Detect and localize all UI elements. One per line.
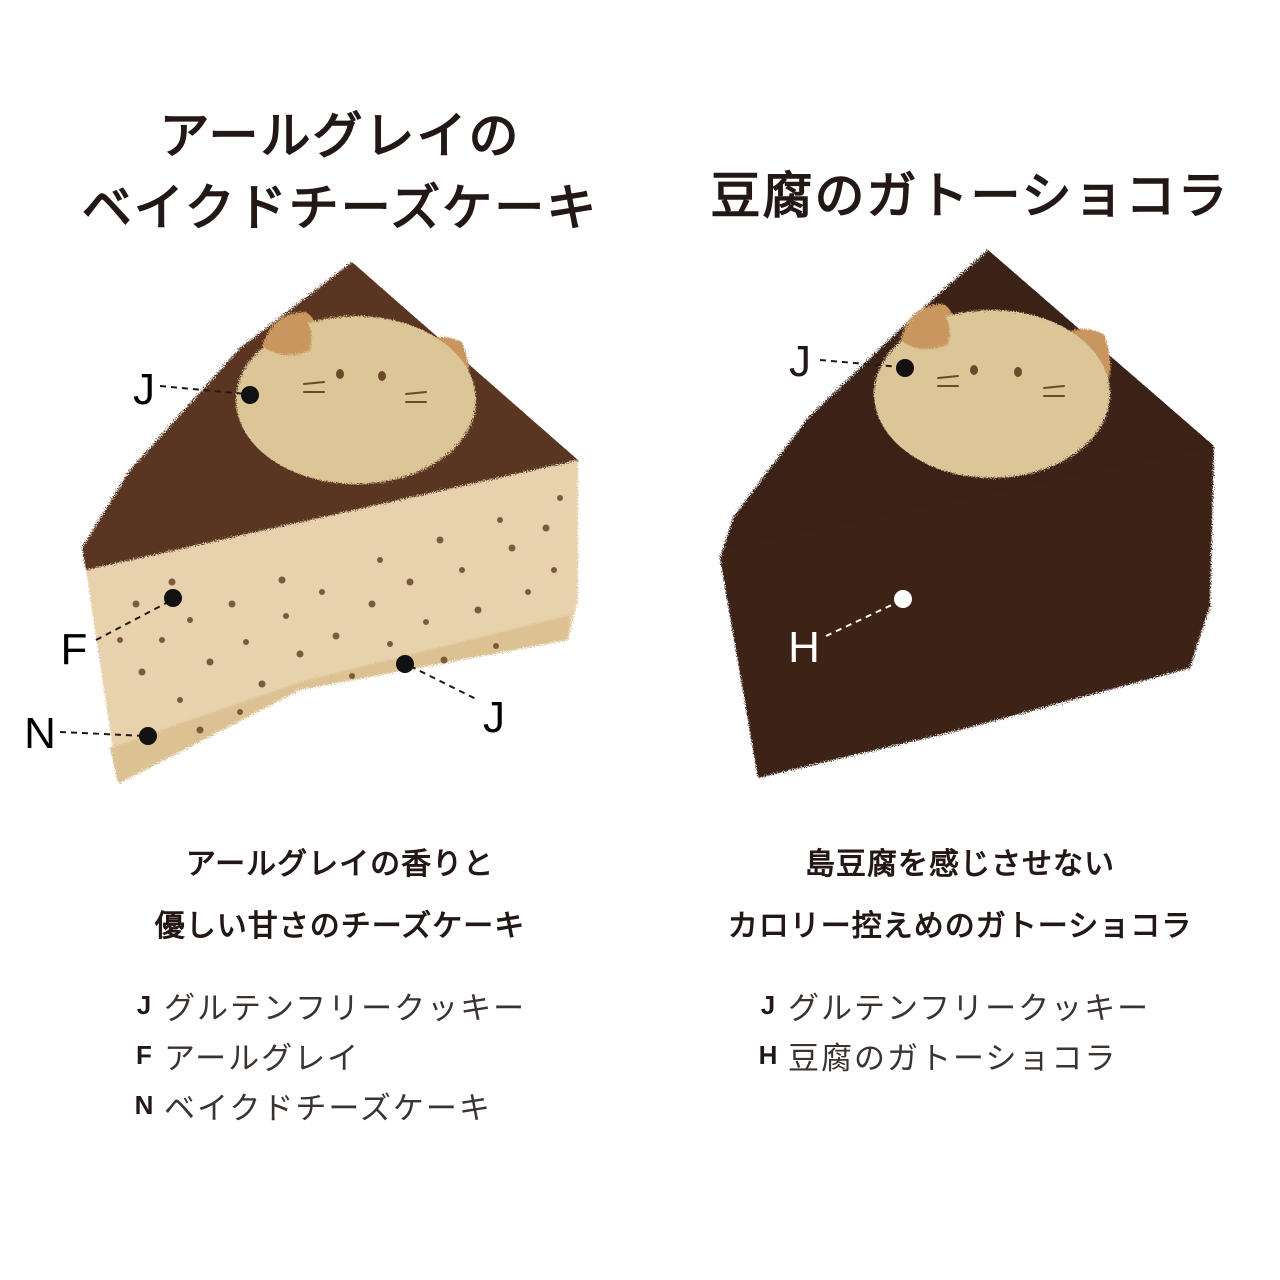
legend-gateau: J グルテンフリークッキー H 豆腐のガトーショコラ: [748, 980, 1150, 1080]
cat-cookie: [874, 304, 1111, 478]
cat-eye-right: [1014, 367, 1022, 377]
legend-name: グルテンフリークッキー: [788, 990, 1151, 1027]
legend-item: J グルテンフリークッキー: [748, 980, 1150, 1030]
description-line-1: アールグレイの香りと: [185, 847, 495, 882]
legend-name: グルテンフリークッキー: [164, 990, 527, 1027]
title-line-1: 豆腐のガトーショコラ: [710, 167, 1230, 225]
title-tofu-gateau-chocolat: 豆腐のガトーショコラ: [680, 160, 1260, 232]
callout-dot-j-cookie: [896, 359, 914, 377]
cat-eye-left: [970, 365, 978, 375]
title-earl-grey-cheesecake: アールグレイの ベイクドチーズケーキ: [40, 100, 640, 244]
cheesecake-body: [86, 460, 578, 784]
description-gateau: 島豆腐を感じさせない カロリー控えめのガトーショコラ: [660, 834, 1260, 958]
title-line-2: ベイクドチーズケーキ: [81, 179, 599, 237]
cat-face: [236, 316, 476, 484]
legend-letter: H: [758, 1039, 778, 1070]
callout-label-h: H: [788, 623, 820, 672]
callout-label-j-base: J: [483, 693, 505, 742]
legend-item: N ベイクドチーズケーキ: [124, 1080, 526, 1130]
legend-letter: J: [136, 989, 152, 1020]
legend-letter: J: [760, 989, 776, 1020]
cat-eye-left: [336, 369, 344, 379]
callout-label-j: J: [133, 365, 155, 414]
callouts-left: [59, 385, 479, 737]
legend-item: H 豆腐のガトーショコラ: [748, 1030, 1150, 1080]
legend-name: ベイクドチーズケーキ: [164, 1090, 492, 1127]
cat-ear-patch: [900, 310, 950, 350]
legend-name: アールグレイ: [164, 1040, 361, 1077]
callout-line-j: [819, 359, 901, 368]
cat-eye-right: [378, 371, 386, 381]
callout-dot-j-base: [396, 655, 414, 673]
description-line-2: 優しい甘さのチーズケーキ: [154, 909, 526, 944]
title-line-1: アールグレイの: [159, 107, 521, 165]
legend-name: 豆腐のガトーショコラ: [788, 1040, 1118, 1077]
callout-label-n: N: [24, 709, 56, 758]
callout-label-f: F: [61, 625, 88, 674]
cheesecake-slice: J F J N: [24, 262, 578, 784]
legend-letter: F: [136, 1039, 152, 1070]
legend-item: F アールグレイ: [124, 1030, 526, 1080]
gateau-chocolat-slice: J H: [720, 250, 1214, 778]
cat-cookie: [236, 312, 476, 484]
legend-cheesecake: J グルテンフリークッキー F アールグレイ N ベイクドチーズケーキ: [124, 980, 526, 1130]
cat-face: [874, 310, 1110, 478]
callout-dot-f-earl-grey: [164, 589, 182, 607]
cheesecake-bottom-rim: [110, 615, 570, 784]
legend-item: J グルテンフリークッキー: [124, 980, 526, 1030]
callout-dot-j-cookie: [241, 386, 259, 404]
legend-letter: N: [134, 1089, 154, 1120]
cat-ear-patch: [262, 316, 312, 356]
callout-label-j: J: [789, 337, 811, 386]
description-line-1: 島豆腐を感じさせない: [805, 847, 1115, 882]
callout-dot-n-cheesecake: [139, 727, 157, 745]
description-cheesecake: アールグレイの香りと 優しい甘さのチーズケーキ: [40, 834, 640, 958]
callout-dot-h-chocolate: [894, 590, 912, 608]
earl-grey-specks: [117, 495, 563, 743]
callout-line-h: [825, 601, 899, 637]
description-line-2: カロリー控えめのガトーショコラ: [727, 909, 1193, 944]
